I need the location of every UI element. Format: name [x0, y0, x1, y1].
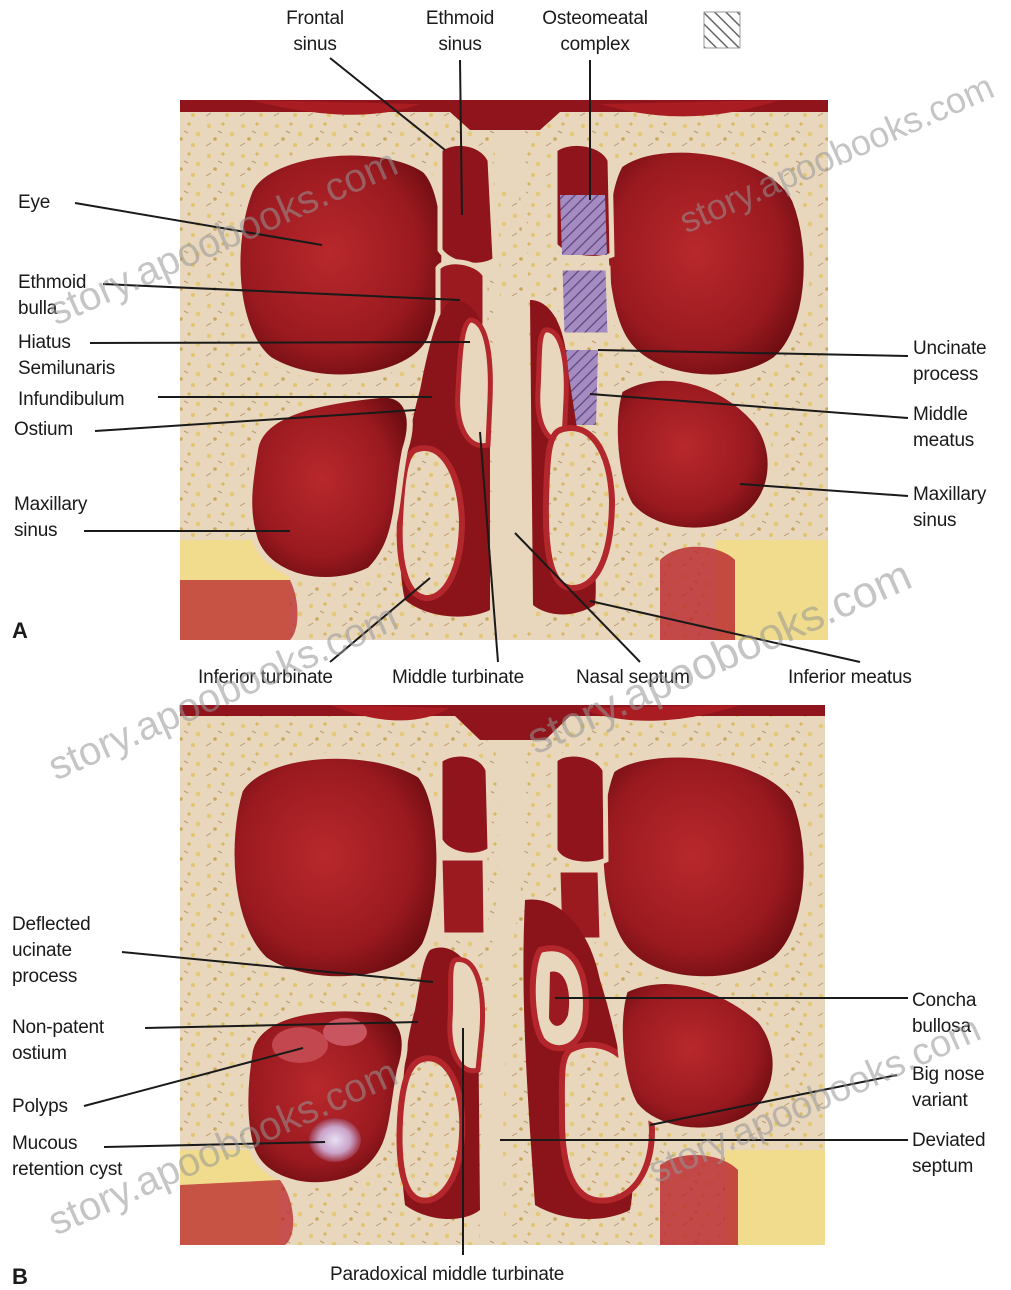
label-middle-turbinate: Middle turbinate [392, 665, 524, 691]
label-non-patent-ostium: Non-patent ostium [12, 1015, 104, 1067]
label-polyps: Polyps [12, 1094, 68, 1120]
label-osteomeatal-complex: Osteomeatal complex [525, 6, 665, 58]
label-ethmoid-bulla: Ethmoid bulla [18, 270, 86, 322]
label-middle-meatus: Middle meatus [913, 402, 974, 454]
label-maxillary-sinus-left: Maxillary sinus [14, 492, 87, 544]
label-maxillary-sinus-right: Maxillary sinus [913, 482, 986, 534]
label-infundibulum: Infundibulum [18, 387, 124, 413]
label-frontal-sinus: Frontal sinus [275, 6, 355, 58]
label-deviated-septum: Deviated septum [912, 1128, 985, 1180]
label-concha-bullosa: Concha bullosa [912, 988, 976, 1040]
label-ethmoid-sinus: Ethmoid sinus [408, 6, 512, 58]
legend-hatch-swatch [704, 12, 740, 48]
label-big-nose-variant: Big nose variant [912, 1062, 984, 1114]
panel-a-illustration [180, 100, 828, 640]
label-paradoxical-middle-turbinate: Paradoxical middle turbinate [330, 1262, 564, 1288]
label-uncinate-process: Uncinate process [913, 336, 986, 388]
panel-a-letter: A [12, 618, 28, 644]
label-mucous-retention-cyst: Mucous retention cyst [12, 1131, 122, 1183]
label-hiatus-semilunaris: Hiatus Semilunaris [18, 330, 115, 382]
label-deflected-ucinate-process: Deflected ucinate process [12, 912, 90, 990]
label-inferior-meatus: Inferior meatus [788, 665, 912, 691]
panel-b-illustration [180, 705, 825, 1245]
label-ostium: Ostium [14, 417, 73, 443]
panel-b-letter: B [12, 1264, 28, 1290]
label-inferior-turbinate: Inferior turbinate [198, 665, 333, 691]
label-nasal-septum: Nasal septum [576, 665, 690, 691]
label-eye: Eye [18, 190, 50, 216]
